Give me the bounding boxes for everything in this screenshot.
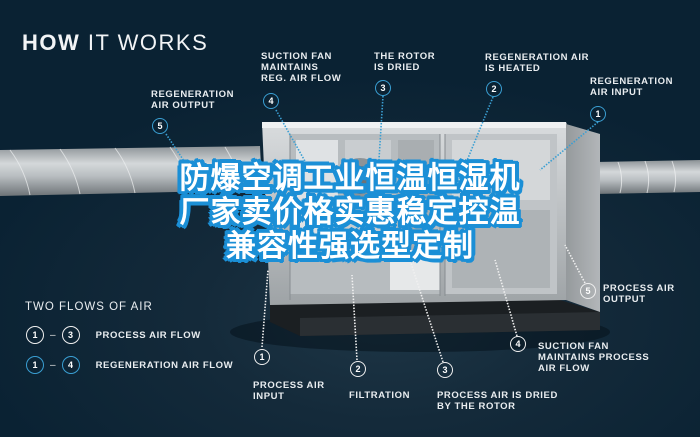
legend-dash: – xyxy=(50,329,56,341)
label-regeneration-air-output: REGENERATION AIR OUTPUT xyxy=(151,89,235,111)
legend-row-regeneration-air-flow: 1 – 4 REGENERATION AIR FLOW xyxy=(26,356,233,374)
step-badge-2-process: 2 xyxy=(350,361,366,377)
legend-title: TWO FLOWS OF AIR xyxy=(25,301,153,313)
legend-badge-from: 1 xyxy=(26,356,44,374)
step-badge-3-process: 3 xyxy=(437,362,453,378)
step-badge-1-process: 1 xyxy=(254,349,270,365)
step-badge-4-process: 4 xyxy=(510,336,526,352)
step-badge-4-regeneration: 4 xyxy=(263,93,279,109)
process-leader-lines xyxy=(261,244,586,363)
page-title: HOW IT WORKS xyxy=(22,30,209,55)
label-process-air-input: PROCESS AIR INPUT xyxy=(253,380,325,402)
legend-label: PROCESS AIR FLOW xyxy=(95,329,201,341)
legend-badge-to: 4 xyxy=(61,356,80,374)
legend-badge-from: 1 xyxy=(26,326,44,344)
label-suction-fan-process: SUCTION FAN MAINTAINS PROCESS AIR FLOW xyxy=(538,341,650,374)
label-process-air-dried: PROCESS AIR IS DRIED BY THE ROTOR xyxy=(437,390,558,412)
overlay-line-2: 厂家卖价格实惠稳定控温 xyxy=(179,195,521,230)
legend-badge-to: 3 xyxy=(61,326,80,344)
label-process-air-output: PROCESS AIR OUTPUT xyxy=(603,283,675,305)
overlay-line-3: 兼容性强选型定制 xyxy=(226,229,474,264)
label-rotor-dried: THE ROTOR IS DRIED xyxy=(374,51,436,73)
label-filtration: FILTRATION xyxy=(349,390,411,401)
legend-row-process-air-flow: 1 – 3 PROCESS AIR FLOW xyxy=(26,326,201,344)
overlay-line-1: 防爆空调工业恒温恒湿机 xyxy=(179,161,521,196)
step-badge-2-regeneration: 2 xyxy=(486,81,502,97)
overlay-headline: 防爆空调工业恒温恒湿机 厂家卖价格实惠稳定控温 兼容性强选型定制 xyxy=(0,162,700,264)
label-regeneration-air-input: REGENERATION AIR INPUT xyxy=(590,76,674,98)
step-badge-3-regeneration: 3 xyxy=(375,80,391,96)
step-badge-1-regeneration: 1 xyxy=(590,106,606,122)
regeneration-leader-lines xyxy=(165,95,599,191)
left-duct xyxy=(0,146,262,196)
right-duct xyxy=(595,160,700,194)
legend-label: REGENERATION AIR FLOW xyxy=(95,359,234,371)
step-badge-5-regeneration: 5 xyxy=(152,118,168,134)
label-regeneration-air-heated: REGENERATION AIR IS HEATED xyxy=(485,52,590,74)
legend-dash: – xyxy=(50,359,56,371)
label-suction-fan-reg: SUCTION FAN MAINTAINS REG. AIR FLOW xyxy=(261,51,342,84)
step-badge-5-process: 5 xyxy=(580,283,596,299)
